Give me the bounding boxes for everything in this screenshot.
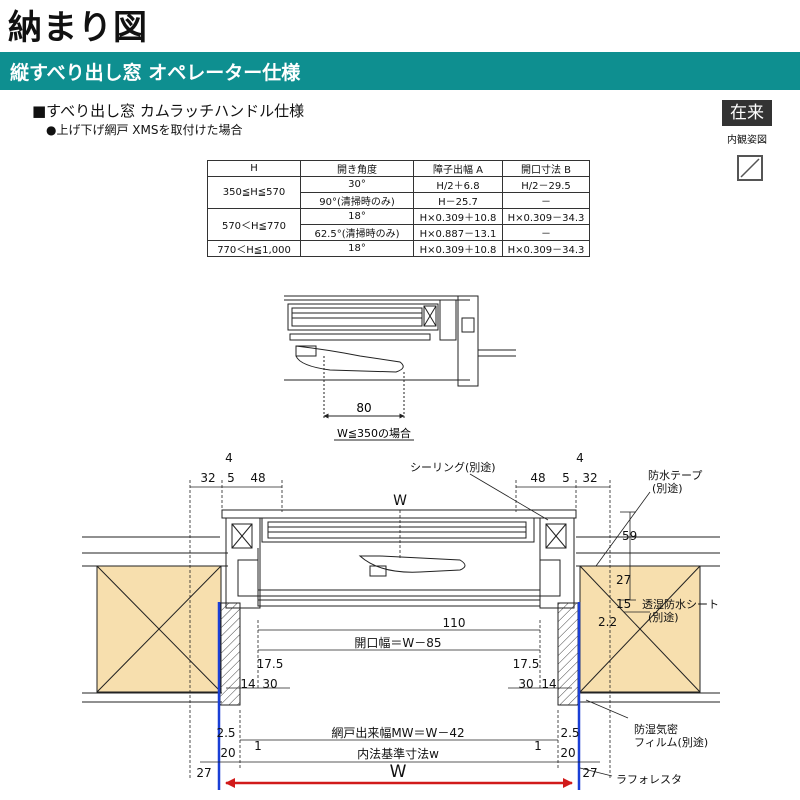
dim-48-left: 48 <box>250 471 265 485</box>
dim-opening: 開口幅＝W－85 <box>354 635 441 650</box>
label-lath: ラフォレスタ <box>616 773 682 786</box>
dim-27-right: 27 <box>582 766 597 780</box>
dim-32-left: 32 <box>200 471 215 485</box>
dim-2-5-left: 2.5 <box>216 726 235 740</box>
spec-table: H 開き角度 障子出幅 A 開口寸法 B 350≦H≦570 30° H/2＋6… <box>207 160 590 257</box>
dim-20-right: 20 <box>560 746 575 760</box>
table-header-row: H 開き角度 障子出幅 A 開口寸法 B <box>207 160 590 177</box>
dim-14-left: 14 <box>240 677 255 691</box>
label-sheet-1: 透湿防水シート <box>642 597 719 611</box>
dim-w-bottom: W <box>390 762 407 782</box>
label-film-1: 防湿気密 <box>634 722 678 736</box>
section-heading: ■すべり出し窓 カムラッチハンドル仕様 <box>32 102 305 120</box>
dim-30-left: 30 <box>262 677 277 691</box>
dim-17-5-right: 17.5 <box>513 657 540 671</box>
label-tape-1: 防水テープ <box>648 468 702 482</box>
table-cell: 570＜H≦770 <box>207 208 301 241</box>
dim-4-left: 4 <box>225 451 233 465</box>
dim-17-5-left: 17.5 <box>257 657 284 671</box>
dim-2-5-right: 2.5 <box>560 726 579 740</box>
dim-1-left: 1 <box>254 739 262 753</box>
small-detail <box>284 295 516 420</box>
dim-30-right: 30 <box>518 677 533 691</box>
title-banner <box>0 52 800 90</box>
detail-dim-80: 80 <box>356 401 371 415</box>
page-title: 納まり図 <box>8 8 148 48</box>
dim-5-right: 5 <box>562 471 570 485</box>
table-row: 350≦H≦570 30° H/2＋6.8 H/2－29.5 <box>207 176 590 209</box>
label-film-2: フィルム(別途) <box>634 735 708 749</box>
dim-w-top: W <box>393 493 407 509</box>
dim-20-left: 20 <box>220 746 235 760</box>
table-row: 62.5°(清掃時のみ) H×0.887－13.1 － <box>208 224 590 241</box>
jamb-left <box>219 602 241 706</box>
dim-15: 15 <box>616 597 631 611</box>
dim-27-left: 27 <box>196 766 211 780</box>
leader-lines <box>469 473 651 777</box>
banner-text: 縦すべり出し窓 オペレーター仕様 <box>10 62 301 84</box>
section-subheading: ●上げ下げ網戸 XMSを取付けた場合 <box>46 123 243 137</box>
table-row: 570＜H≦770 18° H×0.309＋10.8 H×0.309－34.3 <box>207 208 590 241</box>
label-sheet-2: (別途) <box>648 610 679 624</box>
detail-caption: W≦350の場合 <box>337 426 411 440</box>
dim-32-right: 32 <box>582 471 597 485</box>
table-row: 770＜H≦1,000 18° H×0.309＋10.8 H×0.309－34.… <box>207 240 590 257</box>
dim-4-right: 4 <box>576 451 584 465</box>
type-badge: 在来 <box>722 100 772 126</box>
dim-14-right: 14 <box>541 677 556 691</box>
dim-2-2: 2.2 <box>598 615 617 629</box>
dim-5-left: 5 <box>227 471 235 485</box>
label-sealing: シーリング(別途) <box>410 460 496 474</box>
dim-inner: 内法基準寸法w <box>357 746 439 761</box>
dim-110: 110 <box>443 616 466 630</box>
badge-caption: 内観姿図 <box>727 135 767 146</box>
table-cell: 770＜H≦1,000 <box>207 240 301 257</box>
dimension-lines <box>189 480 636 780</box>
table-cell: H×0.309－34.3 <box>502 240 590 257</box>
dim-48-right: 48 <box>530 471 545 485</box>
dim-27-vert: 27 <box>616 573 631 587</box>
dim-59: 59 <box>622 529 637 543</box>
window-elevation-icon <box>737 155 763 181</box>
dim-screen-width: 網戸出来幅MW＝W－42 <box>331 725 464 740</box>
jamb-right <box>557 602 579 706</box>
label-tape-2: (別途) <box>652 481 683 495</box>
window-frame <box>221 509 577 609</box>
dim-1-right: 1 <box>534 739 542 753</box>
